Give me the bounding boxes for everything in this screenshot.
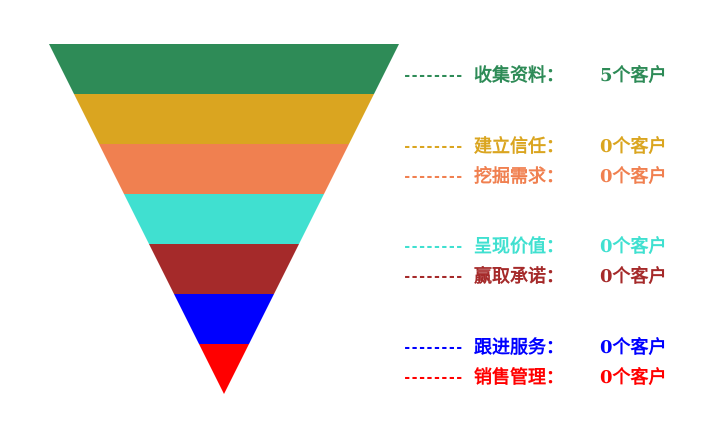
leader-line: -------- bbox=[403, 68, 463, 84]
stage-name: 赢取承诺： bbox=[474, 266, 564, 287]
leader-line: -------- bbox=[403, 370, 463, 386]
stage-count: 0个客户 bbox=[600, 266, 667, 287]
stage-count: 5个客户 bbox=[600, 65, 667, 86]
leader-line: -------- bbox=[403, 139, 463, 155]
stage-count: 0个客户 bbox=[600, 136, 667, 157]
stage-count: 0个客户 bbox=[600, 236, 667, 257]
funnel-band bbox=[124, 194, 324, 244]
leader-line: -------- bbox=[403, 269, 463, 285]
stage-name: 销售管理： bbox=[474, 367, 564, 388]
funnel-band bbox=[149, 244, 299, 294]
leader-line: -------- bbox=[403, 340, 463, 356]
stage-name: 收集资料： bbox=[474, 65, 564, 86]
stage-name: 呈现价值： bbox=[474, 236, 564, 257]
stage-name: 挖掘需求： bbox=[474, 166, 564, 187]
funnel-band bbox=[74, 94, 374, 144]
funnel-band bbox=[99, 144, 349, 194]
stage-count: 0个客户 bbox=[600, 166, 667, 187]
funnel-band bbox=[199, 344, 249, 394]
stage-count: 0个客户 bbox=[600, 367, 667, 388]
leader-line: -------- bbox=[403, 169, 463, 185]
stage-name: 建立信任： bbox=[474, 136, 564, 157]
funnel-band bbox=[49, 44, 399, 94]
funnel-band bbox=[174, 294, 274, 344]
leader-line: -------- bbox=[403, 239, 463, 255]
stage-count: 0个客户 bbox=[600, 337, 667, 358]
stage-name: 跟进服务： bbox=[474, 337, 564, 358]
